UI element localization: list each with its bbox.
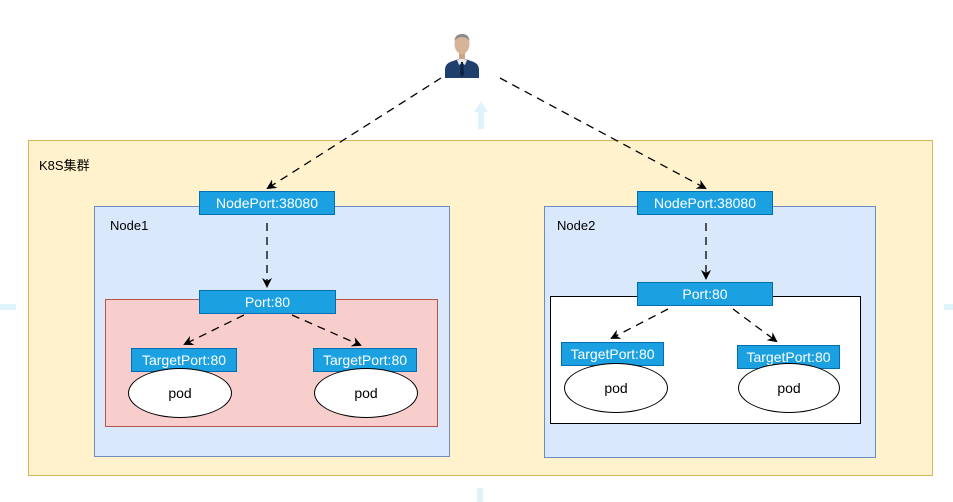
arrow-node1-port-to-target2 [291,314,362,347]
node2-service-port: Port:80 [637,282,773,306]
guide-mark [0,304,16,310]
up-arrow-guide [474,101,488,129]
arrow-node1-port-to-target1 [183,314,245,345]
node1-nodeport: NodePort:38080 [199,191,335,215]
node2-pod-1: pod [564,363,668,413]
node2-label: Node2 [557,218,596,233]
node2-nodeport: NodePort:38080 [637,191,773,215]
arrow-user-to-node1 [266,77,442,190]
guide-mark [477,488,483,502]
node2-targetport-1: TargetPort:80 [561,342,664,366]
node1-pod-2: pod [314,368,418,418]
arrow-node2-port-to-target1 [610,308,669,339]
node2-pod-2: pod [738,363,840,413]
node1-label: Node1 [110,218,149,233]
node1-service-port: Port:80 [199,290,336,314]
node1-pod-1: pod [128,368,232,418]
arrow-user-to-node2 [499,77,707,189]
node1-targetport-1: TargetPort:80 [131,348,237,372]
guide-mark [944,304,953,310]
cluster-label: K8S集群 [39,158,90,173]
user-icon [444,32,480,78]
arrow-node2-port-to-target2 [732,308,778,343]
